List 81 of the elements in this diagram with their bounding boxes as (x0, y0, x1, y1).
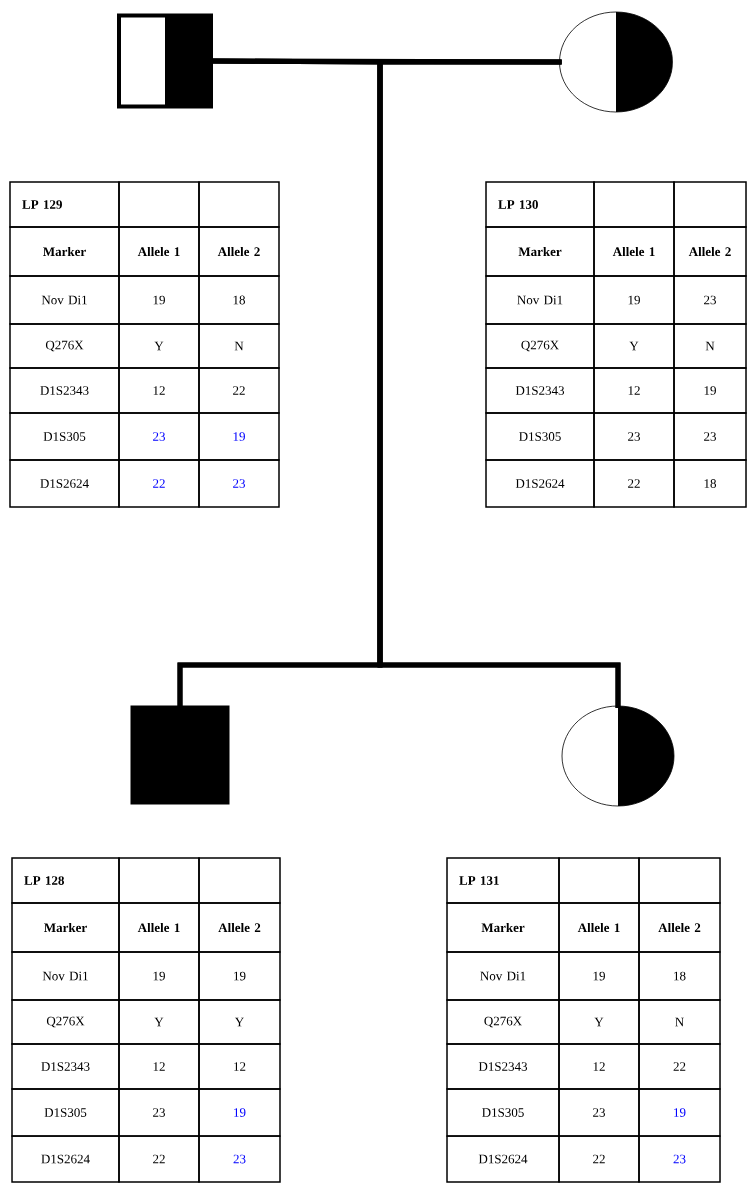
table-cell: Q276X (9, 323, 120, 369)
table-cell: N (673, 323, 747, 369)
table-cell: Allele 1 (558, 902, 640, 953)
table-cell: 19 (673, 367, 747, 414)
table-cell: Q276X (446, 999, 560, 1045)
table-cell: 12 (118, 367, 200, 414)
table-cell: 19 (198, 1088, 281, 1137)
table-cell: Y (118, 999, 200, 1045)
table-cell: 18 (673, 459, 747, 508)
table-cell: 23 (673, 275, 747, 325)
table-cell: 23 (558, 1088, 640, 1137)
table-cell: D1S305 (11, 1088, 120, 1137)
table-cell: 19 (118, 951, 200, 1001)
table-cell: LP 129 (9, 181, 120, 228)
table-cell: N (638, 999, 721, 1045)
table-cell: 12 (118, 1043, 200, 1090)
table-cell: 18 (638, 951, 721, 1001)
table-cell: 22 (558, 1135, 640, 1183)
table-cell: Allele 2 (638, 902, 721, 953)
table-cell: 12 (558, 1043, 640, 1090)
table-cell: Q276X (11, 999, 120, 1045)
table-cell: Nov Di1 (9, 275, 120, 325)
table-cell: Allele 1 (118, 226, 200, 277)
table-cell: D1S2624 (11, 1135, 120, 1183)
table-cell: D1S2343 (446, 1043, 560, 1090)
table-cell: Y (198, 999, 281, 1045)
table-cell: Allele 2 (673, 226, 747, 277)
table-cell: 23 (118, 1088, 200, 1137)
table-cell: Marker (446, 902, 560, 953)
table-cell: Y (558, 999, 640, 1045)
table-cell: D1S2624 (9, 459, 120, 508)
pedigree-square (117, 13, 213, 109)
table-cell: 19 (638, 1088, 721, 1137)
table-cell: 22 (593, 459, 675, 508)
table-cell: 19 (558, 951, 640, 1001)
table-cell: 19 (198, 412, 280, 461)
table-cell: LP 130 (485, 181, 595, 228)
table-cell: Nov Di1 (11, 951, 120, 1001)
table-cell: D1S305 (9, 412, 120, 461)
pedigree-circle (559, 11, 673, 113)
table-cell: 19 (118, 275, 200, 325)
table-cell: D1S305 (485, 412, 595, 461)
table-cell: D1S305 (446, 1088, 560, 1137)
table-cell: 23 (638, 1135, 721, 1183)
table-cell: 22 (638, 1043, 721, 1090)
table-cell: 18 (198, 275, 280, 325)
table-cell: 22 (118, 1135, 200, 1183)
table-cell: Allele 2 (198, 902, 281, 953)
table-cell: N (198, 323, 280, 369)
table-cell: 23 (198, 1135, 281, 1183)
table-cell: Allele 1 (118, 902, 200, 953)
pedigree-square (130, 705, 230, 805)
table-cell: D1S2343 (485, 367, 595, 414)
table-cell: 23 (673, 412, 747, 461)
table-cell: Allele 2 (198, 226, 280, 277)
table-cell: Marker (11, 902, 120, 953)
table-cell: 19 (593, 275, 675, 325)
table-cell: Y (593, 323, 675, 369)
table-cell: Marker (9, 226, 120, 277)
table-cell: LP 131 (446, 857, 560, 904)
table-cell: D1S2624 (446, 1135, 560, 1183)
table-cell: 23 (118, 412, 200, 461)
table-cell: D1S2624 (485, 459, 595, 508)
table-cell: Allele 1 (593, 226, 675, 277)
table-cell: 12 (593, 367, 675, 414)
table-cell: 23 (593, 412, 675, 461)
table-cell: Marker (485, 226, 595, 277)
table-cell: D1S2343 (9, 367, 120, 414)
table-cell: Nov Di1 (446, 951, 560, 1001)
table-cell: 22 (198, 367, 280, 414)
table-cell: LP 128 (11, 857, 120, 904)
table-cell: Y (118, 323, 200, 369)
table-cell: 22 (118, 459, 200, 508)
table-cell: 12 (198, 1043, 281, 1090)
table-cell: 19 (198, 951, 281, 1001)
table-cell: 23 (198, 459, 280, 508)
table-cell: D1S2343 (11, 1043, 120, 1090)
pedigree-line (377, 59, 621, 709)
table-cell: Q276X (485, 323, 595, 369)
table-cell: Nov Di1 (485, 275, 595, 325)
pedigree-circle (561, 705, 675, 807)
